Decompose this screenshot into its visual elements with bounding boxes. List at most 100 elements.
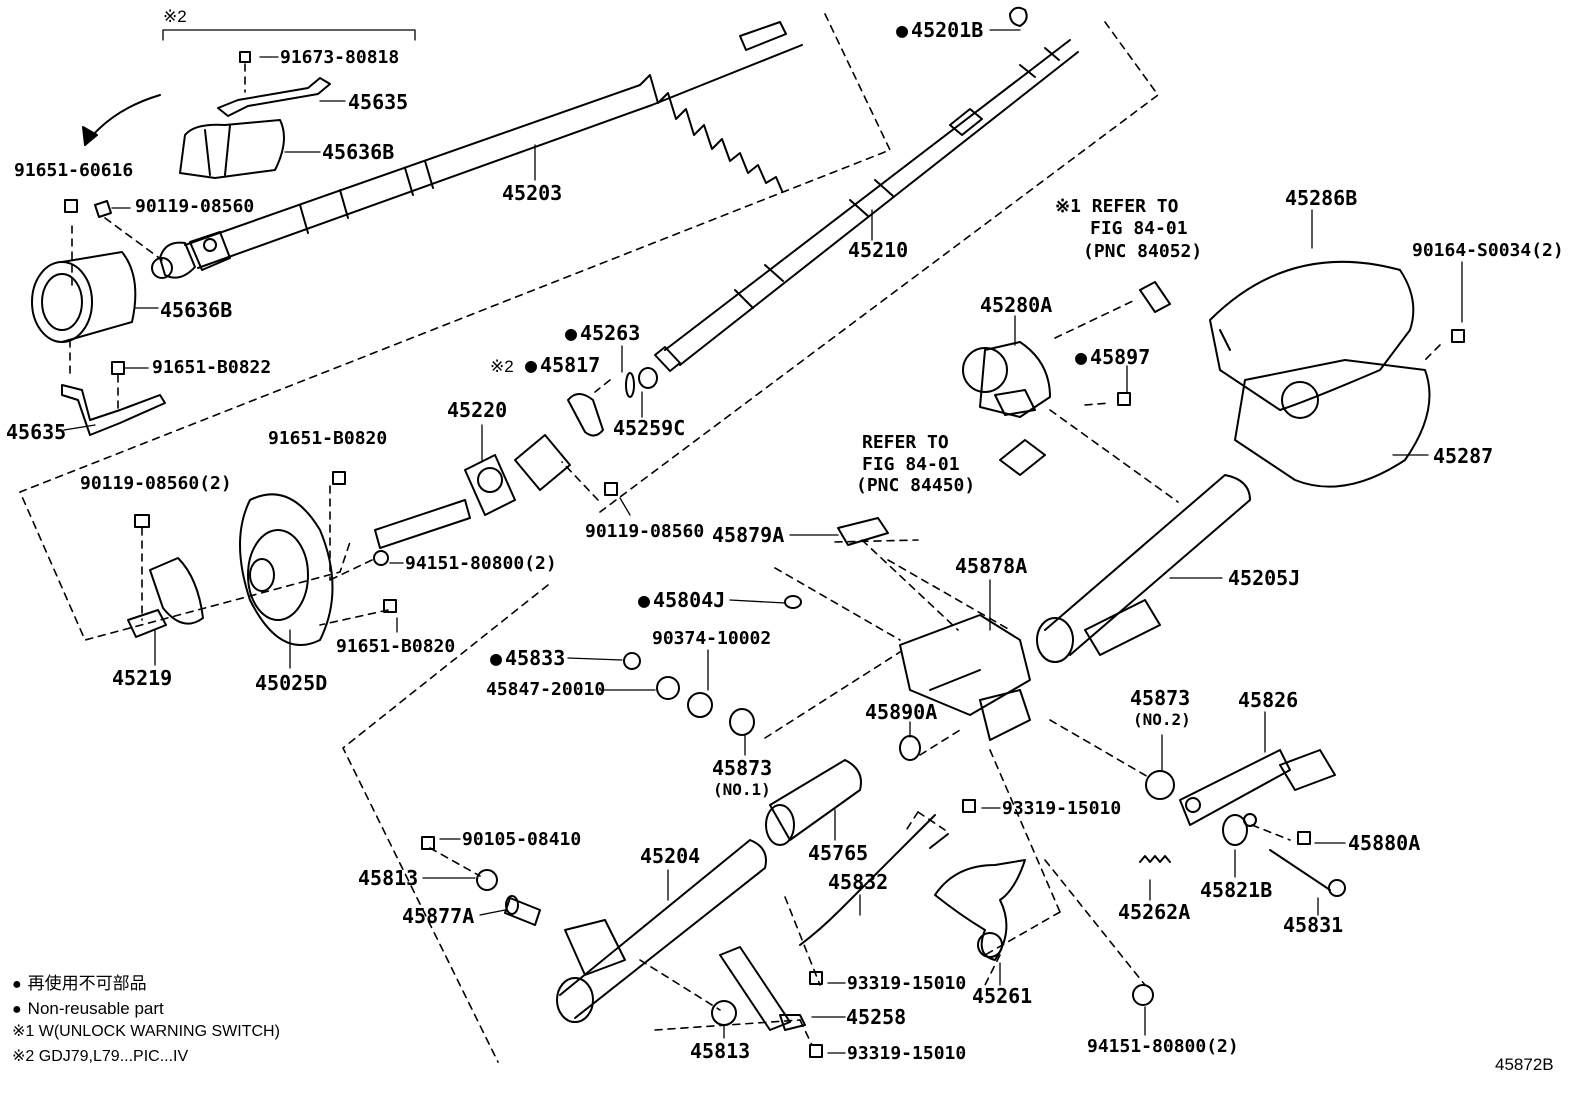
note-pnc-84450: (PNC 84450) bbox=[856, 475, 976, 496]
spacer-45877A bbox=[504, 895, 541, 926]
spring-45262A bbox=[1139, 855, 1171, 863]
spring-45261 bbox=[934, 859, 1026, 961]
label-45219: 45219 bbox=[112, 666, 173, 690]
label-45636B-lower: 45636B bbox=[160, 298, 233, 322]
label-45804J: 45804J bbox=[638, 590, 725, 610]
label-45025D: 45025D bbox=[255, 671, 328, 695]
label-45873-no2: 45873 bbox=[1130, 686, 1191, 710]
main-shaft-45210 bbox=[654, 6, 1079, 372]
connector-84052 bbox=[1139, 281, 1171, 313]
label-90374-10002: 90374-10002 bbox=[652, 628, 772, 649]
part-45817 bbox=[567, 367, 658, 437]
label-45261: 45261 bbox=[972, 984, 1033, 1008]
cover-45636B-upper bbox=[179, 119, 285, 179]
label-45262A: 45262A bbox=[1118, 900, 1191, 924]
column-45204 bbox=[556, 839, 767, 1023]
direction-arrow bbox=[82, 94, 161, 146]
column-cover-45287 bbox=[1234, 359, 1431, 488]
legend-nonreusable-jp: ●再使用不可部品 bbox=[12, 974, 147, 993]
bracket-45635-upper bbox=[217, 77, 331, 117]
label-91651-B0820-a: 91651-B0820 bbox=[268, 428, 388, 449]
label-45280A: 45280A bbox=[980, 293, 1053, 317]
connector-84450 bbox=[999, 439, 1046, 476]
label-45813-b: 45813 bbox=[690, 1039, 751, 1063]
label-45897: 45897 bbox=[1075, 347, 1150, 367]
note-fig-84-01-a: FIG 84-01 bbox=[1090, 218, 1188, 239]
label-90119-08560-c: 90119-08560 bbox=[585, 521, 705, 542]
bolts bbox=[64, 51, 1465, 1058]
note-kome2-top: ※2 bbox=[163, 7, 187, 26]
label-45258: 45258 bbox=[846, 1005, 907, 1029]
label-93319-15010-c: 93319-15010 bbox=[847, 1043, 967, 1064]
label-45635-lower: 45635 bbox=[6, 420, 67, 444]
label-93319-15010-b: 93319-15010 bbox=[847, 973, 967, 994]
note-refer-84052: ※1 REFER TO bbox=[1055, 196, 1179, 217]
small-hardware bbox=[373, 550, 1175, 1026]
label-45873-no1: 45873 bbox=[712, 756, 773, 780]
label-45832: 45832 bbox=[828, 870, 889, 894]
lever-45826 bbox=[1179, 749, 1336, 826]
label-45205J: 45205J bbox=[1228, 566, 1301, 590]
label-94151-80800-2-b: 94151-80800(2) bbox=[1087, 1036, 1239, 1057]
ring-45821B bbox=[1222, 813, 1257, 846]
label-45826: 45826 bbox=[1238, 688, 1299, 712]
label-45879A: 45879A bbox=[712, 523, 785, 547]
label-45765: 45765 bbox=[808, 841, 869, 865]
legend-note-2: ※2 GDJ79,L79...PIC...IV bbox=[12, 1048, 189, 1065]
label-45873-no1-sub: (NO.1) bbox=[713, 780, 771, 799]
label-45890A: 45890A bbox=[865, 700, 938, 724]
label-90164-S0034-2: 90164-S0034(2) bbox=[1412, 240, 1564, 261]
column-tube-45205J bbox=[1036, 474, 1251, 663]
label-45817: 45817 bbox=[525, 355, 600, 375]
label-45880A: 45880A bbox=[1348, 831, 1421, 855]
joint-45219 bbox=[127, 557, 204, 638]
label-45636B-upper: 45636B bbox=[322, 140, 395, 164]
label-45287: 45287 bbox=[1433, 444, 1494, 468]
label-94151-80800-2-a: 94151-80800(2) bbox=[405, 553, 557, 574]
label-45847-20010: 45847-20010 bbox=[486, 679, 606, 700]
label-45259C: 45259C bbox=[613, 416, 686, 440]
label-45821B: 45821B bbox=[1200, 878, 1273, 902]
cable-45832 bbox=[799, 814, 949, 946]
column-cover-45286B bbox=[1209, 260, 1415, 411]
switch-45280A bbox=[962, 341, 1051, 418]
cover-45636B-lower bbox=[31, 251, 137, 343]
label-91651-B0822: 91651-B0822 bbox=[152, 357, 272, 378]
label-45286B: 45286B bbox=[1285, 186, 1358, 210]
diagram-number: 45872B bbox=[1495, 1055, 1554, 1074]
label-45877A: 45877A bbox=[402, 904, 475, 928]
label-45833: 45833 bbox=[490, 648, 565, 668]
legend-note-1: ※1 W(UNLOCK WARNING SWITCH) bbox=[12, 1023, 280, 1040]
label-45263: 45263 bbox=[565, 323, 640, 343]
label-90119-08560-2: 90119-08560(2) bbox=[80, 473, 232, 494]
lever-45258 bbox=[719, 946, 806, 1031]
label-91651-B0820-b: 91651-B0820 bbox=[336, 636, 456, 657]
label-45813-a: 45813 bbox=[358, 866, 419, 890]
label-45203: 45203 bbox=[502, 181, 563, 205]
label-93319-15010-a: 93319-15010 bbox=[1002, 798, 1122, 819]
leader-lines bbox=[63, 29, 1463, 1054]
bracket-45878A bbox=[899, 614, 1031, 741]
label-45635-upper: 45635 bbox=[348, 90, 409, 114]
label-45831: 45831 bbox=[1283, 913, 1344, 937]
label-90119-08560-a: 90119-08560 bbox=[135, 196, 255, 217]
plate-45879A bbox=[837, 517, 889, 546]
note-fig-84-01-b: FIG 84-01 bbox=[862, 454, 960, 475]
label-45201B: 45201B bbox=[896, 20, 983, 40]
label-45204: 45204 bbox=[640, 844, 701, 868]
label-91651-60616: 91651-60616 bbox=[14, 160, 134, 181]
note-pnc-84052: (PNC 84052) bbox=[1083, 241, 1203, 262]
universal-joint-45220 bbox=[374, 434, 571, 549]
label-45873-no2-sub: (NO.2) bbox=[1133, 710, 1191, 729]
label-45878A: 45878A bbox=[955, 554, 1028, 578]
boot-plate-45025D bbox=[239, 493, 334, 646]
note-kome2-45817: ※2 bbox=[490, 357, 514, 376]
label-90105-08410: 90105-08410 bbox=[462, 829, 582, 850]
note-refer-84450: REFER TO bbox=[862, 432, 949, 453]
label-45220: 45220 bbox=[447, 398, 508, 422]
label-45210: 45210 bbox=[848, 238, 909, 262]
pin-45831 bbox=[1269, 849, 1346, 897]
bracket-45635-lower bbox=[61, 384, 166, 436]
sleeve-45765 bbox=[765, 759, 862, 846]
